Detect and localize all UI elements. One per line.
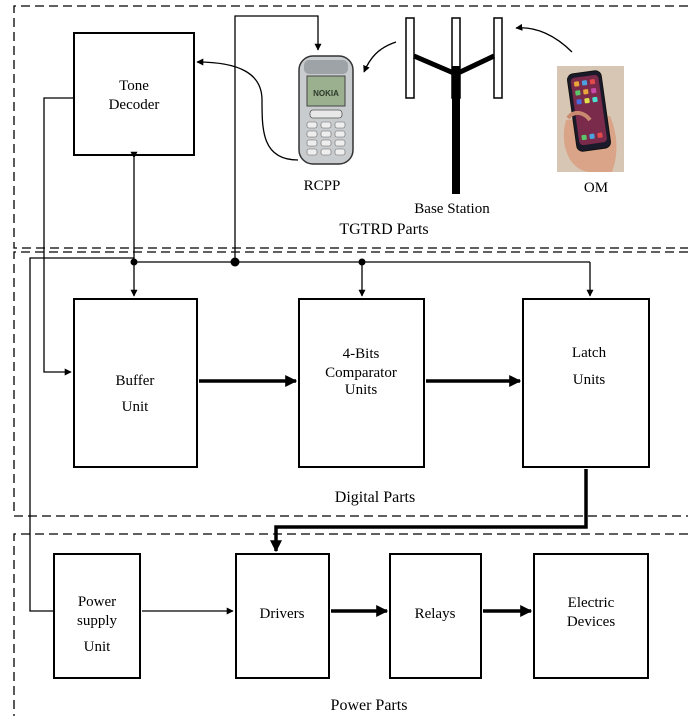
om-label: OM: [584, 180, 608, 196]
drivers-label: Drivers: [260, 606, 305, 622]
electric-devices-block: Electric Devices: [533, 553, 649, 679]
electric-devices-label-1: Electric: [568, 595, 615, 611]
power-section-label: Power Parts: [331, 697, 408, 714]
arrow-latch-to-drivers: [270, 469, 588, 553]
digital-section-frame: [13, 251, 688, 517]
rcpp-phone-icon: NOKIA: [298, 55, 354, 165]
om-smartphone-icon: [557, 66, 624, 172]
power-supply-label-1: Power: [78, 594, 116, 610]
rcpp-label: RCPP: [304, 178, 341, 194]
arrow-decoder-to-buffer: [43, 97, 74, 376]
comparator-label-1: 4-Bits: [343, 346, 380, 362]
latch-label-1: Latch: [572, 345, 607, 361]
electric-devices-label-2: Devices: [567, 614, 615, 630]
arrow-rcpp-to-decoder: [196, 58, 299, 161]
tgtrd-section-label: TGTRD Parts: [339, 221, 428, 238]
base-station-label: Base Station: [414, 201, 490, 217]
power-section-frame: [13, 533, 688, 716]
power-supply-block: Power supply Unit: [53, 553, 141, 679]
tone-decoder-label-2: Decoder: [109, 97, 160, 113]
relays-label: Relays: [415, 606, 456, 622]
power-supply-label-2: supply: [77, 613, 118, 629]
latch-label-2: Units: [573, 372, 606, 388]
base-station-icon: [405, 17, 503, 194]
junction-dot: [130, 258, 138, 266]
buffer-unit-label-2: Unit: [122, 399, 150, 415]
phone-brand-text: NOKIA: [313, 89, 339, 98]
arrow-base-to-rcpp: [363, 41, 397, 73]
comparator-label-2: Comparator: [325, 365, 397, 381]
buffer-unit-block: Buffer Unit: [73, 298, 198, 468]
arrow-to-rcpp: [234, 15, 322, 262]
junction-dot: [358, 258, 366, 266]
power-feed-line: [29, 257, 134, 612]
tone-decoder-block: Tone Decoder: [73, 32, 195, 156]
drivers-block: Drivers: [235, 553, 330, 679]
digital-section-label: Digital Parts: [335, 489, 415, 506]
tgtrd-section-frame: [13, 5, 688, 249]
power-supply-label-3: Unit: [84, 639, 112, 655]
arrow-om-to-base: [515, 23, 573, 53]
relays-block: Relays: [389, 553, 482, 679]
latch-units-block: Latch Units: [522, 298, 650, 468]
comparator-label-3: Units: [345, 382, 378, 398]
tone-decoder-label-1: Tone: [119, 78, 149, 94]
comparator-block: 4-Bits Comparator Units: [298, 298, 425, 468]
buffer-unit-label-1: Buffer: [116, 373, 155, 389]
